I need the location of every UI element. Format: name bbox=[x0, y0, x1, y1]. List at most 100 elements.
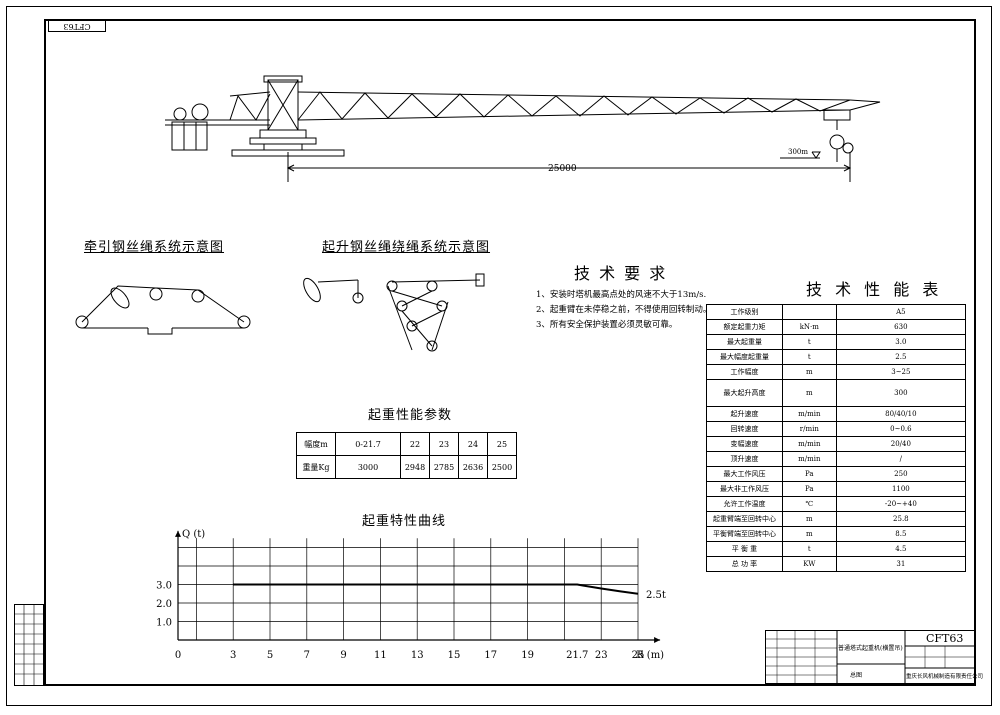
spec-unit-cell: m/min bbox=[781, 436, 837, 452]
corner-code-tag: CFT63 bbox=[48, 20, 106, 32]
spec-unit-cell: m/min bbox=[781, 406, 837, 422]
spec-value-cell: 4.5 bbox=[835, 541, 967, 557]
spec-value-cell: 25.8 bbox=[835, 511, 967, 527]
x-tick-label: 3 bbox=[230, 650, 236, 661]
title-product-name: 普通塔式起重机(横置吊) bbox=[838, 645, 903, 652]
load-table-value-row: 重量Kg 3000 2948 2785 2636 2500 bbox=[296, 455, 517, 479]
spec-param-cell: 平 衡 重 bbox=[706, 541, 783, 557]
spec-param-cell: 顶升速度 bbox=[706, 451, 783, 467]
spec-table-title: 技 术 性 能 表 bbox=[806, 280, 943, 299]
spec-value-cell: 20/40 bbox=[835, 436, 967, 452]
x-axis-label: R (m) bbox=[636, 650, 664, 661]
x-tick-label: 25 bbox=[632, 650, 645, 661]
load-value-cell: 2500 bbox=[487, 455, 517, 479]
spec-param-cell: 起升速度 bbox=[706, 406, 783, 422]
load-curve-title: 起重特性曲线 bbox=[362, 514, 447, 529]
height-marker-label: 300m bbox=[788, 148, 808, 156]
spec-value-cell: / bbox=[835, 451, 967, 467]
y-axis-arrow bbox=[175, 530, 181, 537]
spec-unit-cell: KW bbox=[781, 556, 837, 572]
spec-param-cell: 回转速度 bbox=[706, 421, 783, 437]
load-header-cell: 22 bbox=[400, 432, 430, 456]
x-tick-label: 7 bbox=[304, 650, 310, 661]
spec-param-cell: 最大幅度起重量 bbox=[706, 349, 783, 365]
load-value-cell: 3000 bbox=[335, 455, 401, 479]
title-company: 重庆长风机械制造有限责任公司 bbox=[906, 674, 984, 680]
load-header-cell: 25 bbox=[487, 432, 517, 456]
spec-param-cell: 最大非工作风压 bbox=[706, 481, 783, 497]
x-tick-label: 21.7 bbox=[566, 650, 588, 661]
spec-unit-cell: Pa bbox=[781, 481, 837, 497]
spec-param-cell: 额定起重力矩 bbox=[706, 319, 783, 335]
spec-unit-cell: t bbox=[781, 349, 837, 365]
spec-value-cell: 3~25 bbox=[835, 364, 967, 380]
spec-row: 允许工作温度℃-20~+40 bbox=[706, 496, 967, 512]
x-tick-label: 5 bbox=[267, 650, 273, 661]
y-tick-label: 2.0 bbox=[156, 599, 172, 610]
curve-end-label: 2.5t bbox=[646, 590, 666, 601]
span-dimension-label: 25000 bbox=[548, 164, 577, 174]
hoist-schematic-title: 起升钢丝绳绕绳系统示意图 bbox=[322, 240, 491, 255]
drawing-outer-border bbox=[6, 6, 992, 706]
x-tick-label: 23 bbox=[595, 650, 608, 661]
load-value-cell: 2785 bbox=[429, 455, 459, 479]
load-curve-line bbox=[233, 583, 639, 595]
x-tick-label: 15 bbox=[448, 650, 461, 661]
x-tick-label: 11 bbox=[374, 650, 387, 661]
title-drawing-name: 总图 bbox=[850, 672, 863, 679]
spec-unit-cell bbox=[781, 304, 837, 320]
x-tick-label: 9 bbox=[340, 650, 346, 661]
spec-value-cell: 80/40/10 bbox=[835, 406, 967, 422]
spec-param-cell: 最大工作风压 bbox=[706, 466, 783, 482]
spec-value-cell: 250 bbox=[835, 466, 967, 482]
spec-value-cell: 31 bbox=[835, 556, 967, 572]
load-performance-table: 幅度m 0-21.7 22 23 24 25 重量Kg 3000 2948 27… bbox=[296, 432, 517, 479]
spec-unit-cell: m bbox=[781, 379, 837, 407]
revision-strip bbox=[14, 604, 44, 686]
load-table-title: 起重性能参数 bbox=[368, 408, 453, 423]
spec-param-cell: 变幅速度 bbox=[706, 436, 783, 452]
spec-param-cell: 最大起升高度 bbox=[706, 379, 783, 407]
load-header-cell: 24 bbox=[458, 432, 488, 456]
x-axis-arrow bbox=[654, 637, 661, 643]
x-tick-label: 0 bbox=[175, 650, 181, 661]
load-value-cell: 2636 bbox=[458, 455, 488, 479]
spec-param-cell: 最大起重量 bbox=[706, 334, 783, 350]
spec-unit-cell: r/min bbox=[781, 421, 837, 437]
spec-value-cell: 1100 bbox=[835, 481, 967, 497]
drawing-frame bbox=[44, 19, 976, 686]
spec-param-cell: 工作级别 bbox=[706, 304, 783, 320]
load-value-cell: 重量Kg bbox=[296, 455, 336, 479]
spec-unit-cell: m bbox=[781, 511, 837, 527]
spec-unit-cell: ℃ bbox=[781, 496, 837, 512]
y-tick-label: 1.0 bbox=[156, 618, 172, 629]
y-axis-label: Q (t) bbox=[182, 529, 205, 540]
spec-value-cell: 300 bbox=[835, 379, 967, 407]
spec-param-cell: 工作幅度 bbox=[706, 364, 783, 380]
load-header-cell: 0-21.7 bbox=[335, 432, 401, 456]
x-tick-label: 19 bbox=[521, 650, 534, 661]
title-model-code: CFT63 bbox=[926, 632, 964, 645]
hoist-rope-schematic bbox=[303, 273, 485, 352]
spec-unit-cell: kN·m bbox=[781, 319, 837, 335]
crane-elevation-drawing bbox=[165, 75, 881, 182]
spec-param-cell: 总 功 率 bbox=[706, 556, 783, 572]
x-tick-label: 13 bbox=[411, 650, 424, 661]
title-block-grid bbox=[765, 630, 975, 684]
